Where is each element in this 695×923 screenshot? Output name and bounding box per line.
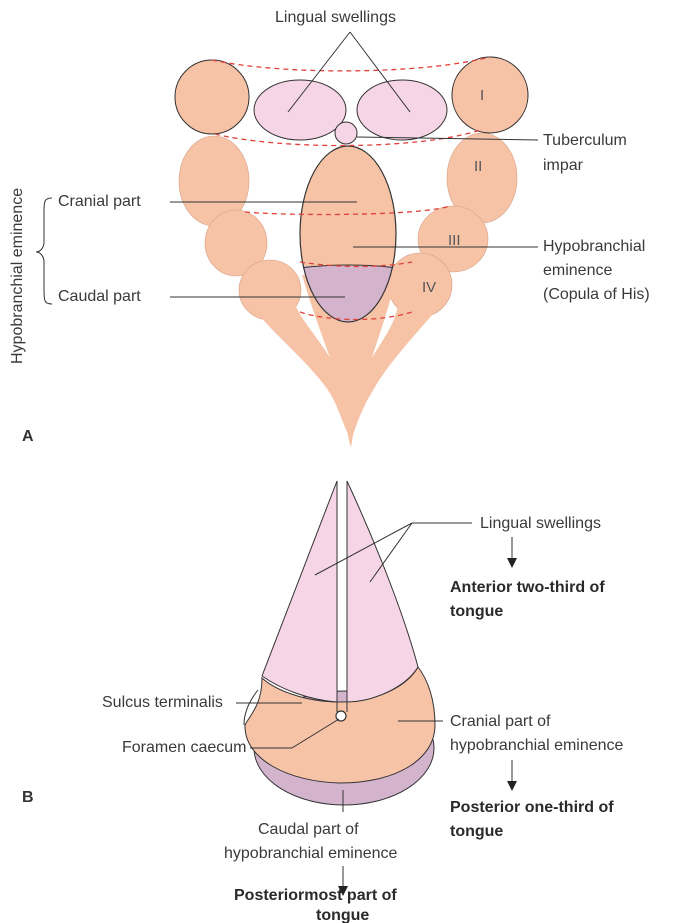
label-posteriormost-line2: tongue	[316, 907, 369, 923]
label-hypobranchial-line3: (Copula of His)	[543, 286, 650, 303]
right-lingual-swelling	[357, 80, 447, 140]
label-foramen-caecum: Foramen caecum	[122, 739, 247, 756]
label-hypobranchial-line2: eminence	[543, 262, 612, 279]
arch-label-3: III	[448, 232, 461, 249]
panel-b: Lingual swellings Anterior two-third of …	[22, 481, 624, 923]
arch-label-2: II	[474, 158, 482, 175]
label-anterior-line2: tongue	[450, 603, 503, 620]
label-anterior-line1: Anterior two-third of	[450, 579, 605, 596]
label-posteriormost-line1: Posteriormost part of	[234, 887, 397, 904]
hypobranchial-brace	[36, 198, 52, 304]
arch-label-1: I	[480, 87, 484, 104]
label-caudal-part: Caudal part	[58, 288, 141, 305]
label-cranial-b-line2: hypobranchial eminence	[450, 737, 624, 754]
right-lingual-swelling-b	[347, 481, 418, 702]
panel-letter-b: B	[22, 789, 34, 806]
label-tuberculum-line1: Tuberculum	[543, 132, 627, 149]
label-sulcus-terminalis: Sulcus terminalis	[102, 694, 223, 711]
label-hypobranchial-vertical: Hypobranchial eminence	[9, 188, 26, 364]
label-lingual-swellings-b: Lingual swellings	[480, 515, 601, 532]
label-hypobranchial-line1: Hypobranchial	[543, 238, 645, 255]
hypobranchial-eminence	[290, 146, 410, 336]
label-lingual-swellings-a: Lingual swellings	[275, 9, 396, 26]
label-posterior-line1: Posterior one-third of	[450, 799, 614, 816]
panel-letter-a: A	[22, 428, 34, 445]
label-tuberculum-line2: impar	[543, 157, 584, 174]
label-cranial-part: Cranial part	[58, 193, 141, 210]
label-posterior-line2: tongue	[450, 823, 503, 840]
arch-label-4: IV	[422, 279, 436, 296]
left-lingual-swelling-b	[262, 481, 337, 702]
label-caudal-b-line1: Caudal part of	[258, 821, 359, 838]
left-lingual-swelling	[254, 80, 346, 140]
label-caudal-b-line2: hypobranchial eminence	[224, 845, 398, 862]
cranial-part-b	[245, 667, 435, 783]
label-cranial-b-line1: Cranial part of	[450, 713, 551, 730]
panel-a: I II III IV Lingual swellings Tuberculum…	[9, 9, 650, 452]
tuberculum-impar	[335, 122, 357, 144]
